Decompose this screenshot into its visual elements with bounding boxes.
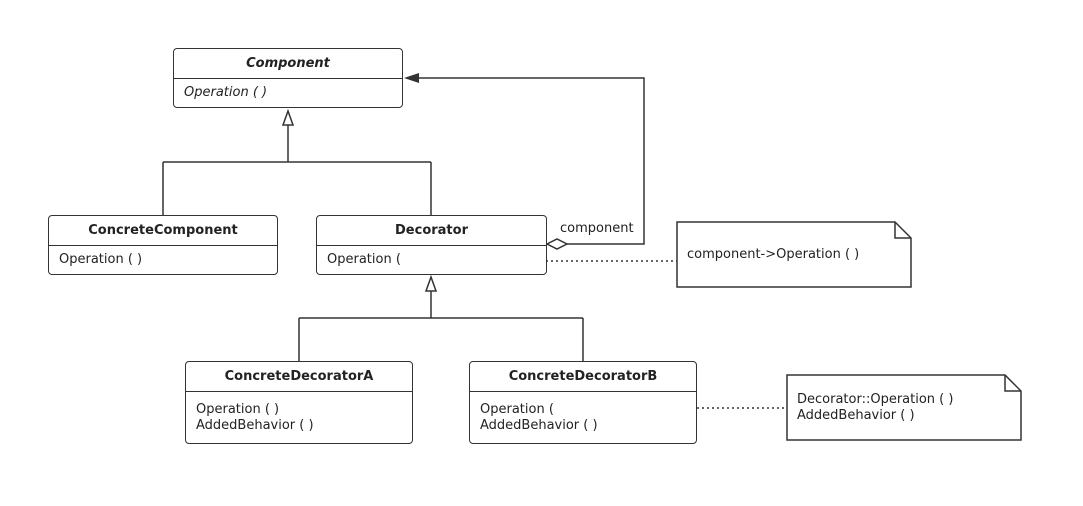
operation: Operation ( ): [59, 252, 143, 267]
aggregation-diamond: [545, 238, 569, 250]
operation: Operation ( ): [196, 402, 280, 417]
operations-list: Operation ( ): [174, 79, 402, 101]
aggregation-line: [419, 77, 645, 245]
class-decorator[interactable]: Decorator Operation (: [316, 215, 547, 275]
class-name: Component: [174, 49, 402, 79]
navigation-arrowhead: [404, 73, 419, 83]
note-line: Decorator::Operation ( ): [797, 392, 954, 407]
operation: Operation (: [480, 402, 554, 417]
operations-list: Operation (: [317, 246, 546, 268]
class-concrete-decorator-a[interactable]: ConcreteDecoratorA Operation ( ) AddedBe…: [185, 361, 413, 444]
generalization-arrowhead-decorator: [424, 274, 438, 292]
operations-list: Operation ( AddedBehavior ( ): [470, 392, 696, 434]
note-shape-decorator-b: [786, 374, 1022, 441]
class-name: Decorator: [317, 216, 546, 246]
aggregation-role-label: component: [560, 221, 634, 236]
operation: AddedBehavior ( ): [480, 418, 598, 433]
class-concrete-component[interactable]: ConcreteComponent Operation ( ): [48, 215, 278, 275]
note-shape-decorator: [676, 221, 912, 288]
note-fold-decorator-b: [1004, 375, 1021, 392]
class-name: ConcreteComponent: [49, 216, 277, 246]
class-name: ConcreteDecoratorB: [470, 362, 696, 392]
operation: Operation ( ): [184, 85, 268, 100]
operations-list: Operation ( ): [49, 246, 277, 268]
note-line: component->Operation ( ): [687, 247, 860, 262]
class-name: ConcreteDecoratorA: [186, 362, 412, 392]
note-line: AddedBehavior ( ): [797, 408, 915, 423]
operation: Operation (: [327, 252, 401, 267]
class-component[interactable]: Component Operation ( ): [173, 48, 403, 108]
generalization-arrowhead-component: [281, 108, 295, 126]
operations-list: Operation ( ) AddedBehavior ( ): [186, 392, 412, 434]
operation: AddedBehavior ( ): [196, 418, 314, 433]
note-decorator-b[interactable]: Decorator::Operation ( ) AddedBehavior (…: [787, 392, 1021, 424]
note-fold-decorator: [894, 222, 911, 239]
class-concrete-decorator-b[interactable]: ConcreteDecoratorB Operation ( AddedBeha…: [469, 361, 697, 444]
note-decorator[interactable]: component->Operation ( ): [677, 247, 911, 263]
